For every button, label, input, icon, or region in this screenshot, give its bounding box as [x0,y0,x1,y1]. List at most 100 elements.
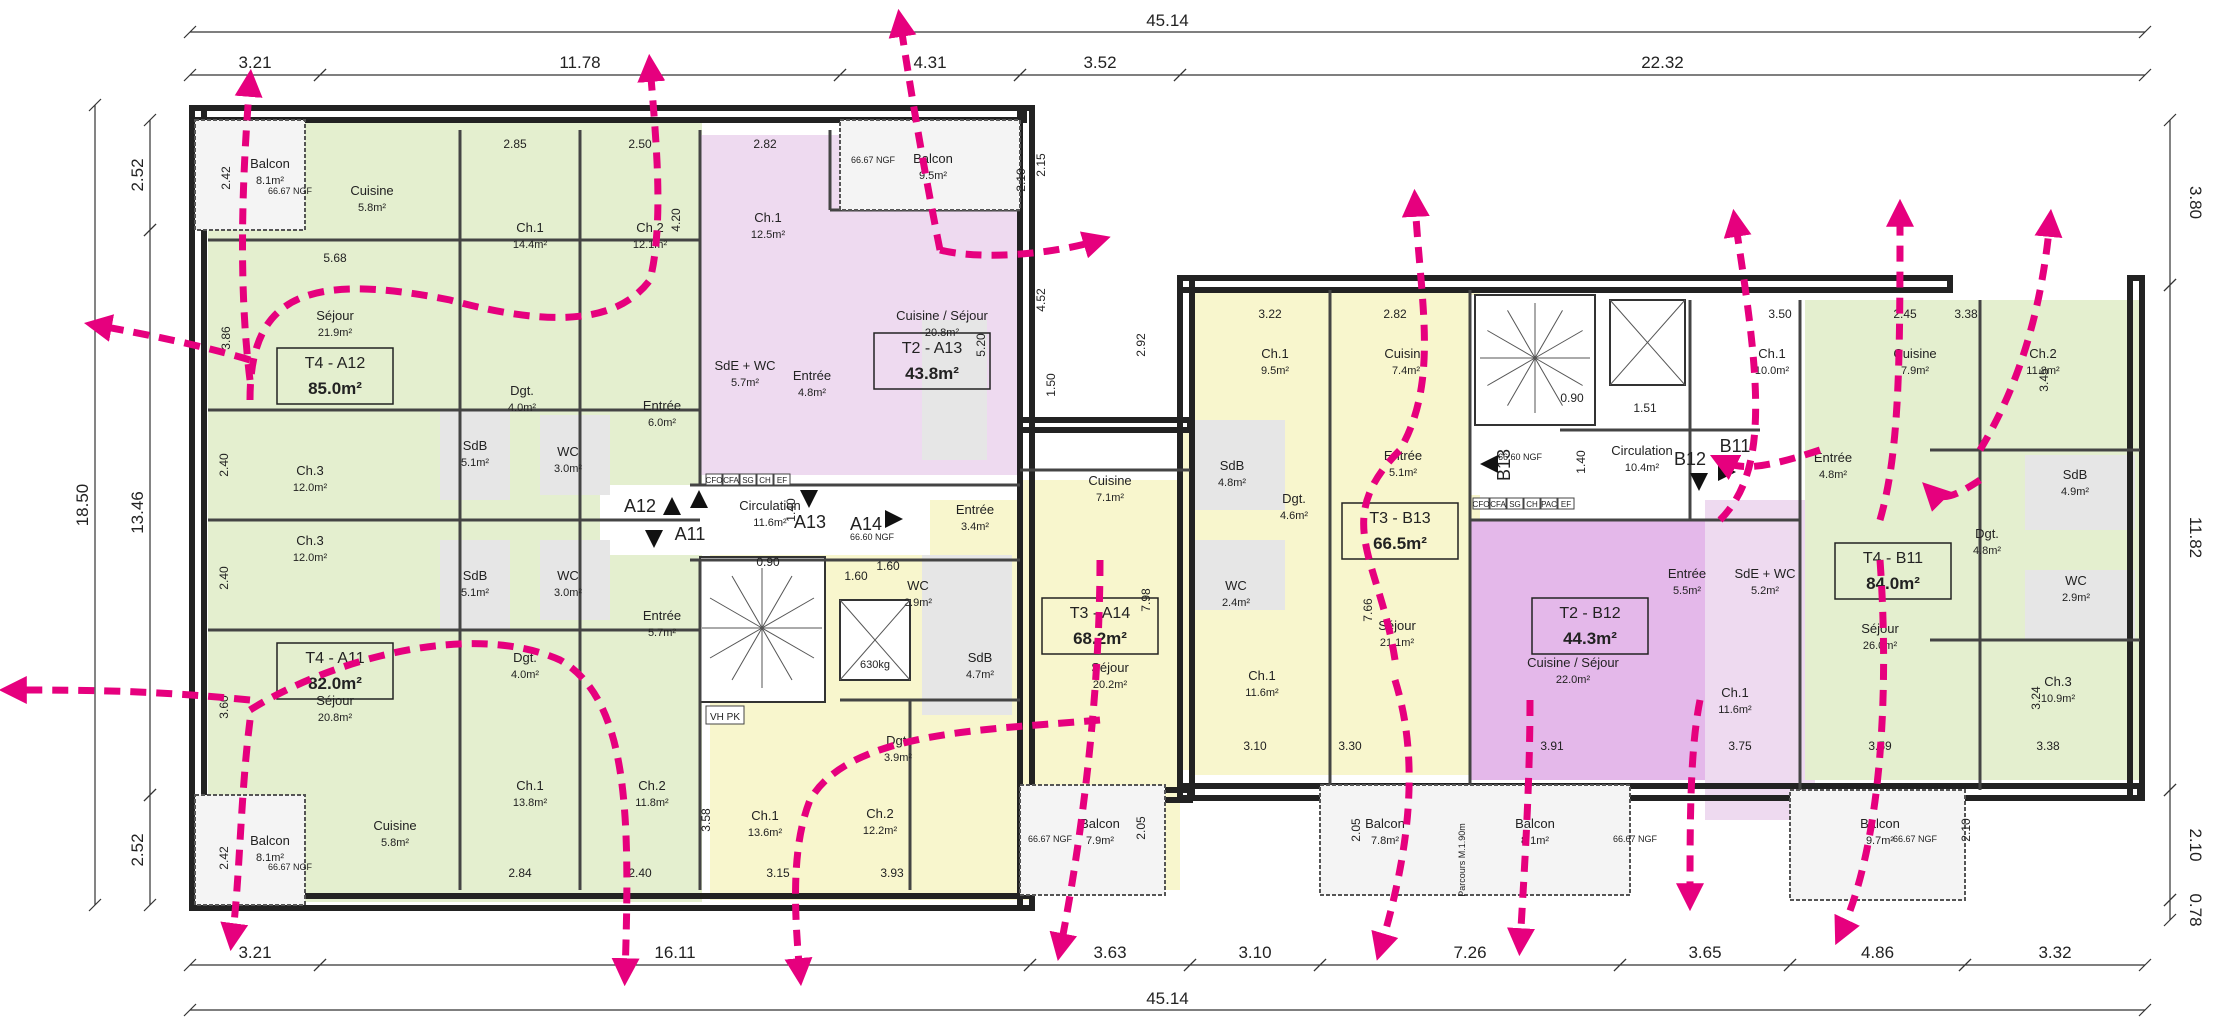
core-arrow [1690,473,1708,491]
ngf-label: 66.67 NGF [1893,834,1938,844]
inner-dim: 3.24 [2029,686,2043,710]
inner-dim: 2.15 [1034,153,1048,177]
stair-tread [1507,310,1536,359]
dim-tick [1613,958,1627,972]
tech-label: CFA [723,476,739,485]
stair-tread [1487,357,1536,386]
room-area: 11.6m² [1718,704,1752,716]
lift-cross [1609,299,1686,386]
room-area: 5.5m² [1673,585,1701,597]
stair-tread [1507,357,1536,406]
evac-arrow [248,640,640,987]
room-area: 7.4m² [1392,365,1420,377]
dim-label: 16.11 [654,943,695,962]
dim-tick [313,68,327,82]
room-area: 4.9m² [2061,486,2089,498]
core-label: A14 [850,514,882,534]
room-area: 9.5m² [1261,365,1289,377]
dim-tick [1783,958,1797,972]
evac-arrow [246,53,666,401]
tech-label: EF [1561,500,1571,509]
room-area: 11.6m² [753,517,787,529]
room-area: 5.7m² [648,627,676,639]
stair-tread [709,627,763,659]
dim-tick [2163,113,2177,127]
evac-arrow [1360,188,1430,661]
stair-tread [731,575,763,629]
room-area: 10.0m² [1755,365,1790,377]
tech-box [1489,497,1507,510]
dim-label: 45.14 [1146,11,1189,30]
walls [189,105,2145,911]
lift-label: 630kg [860,659,890,671]
room-name: Entrée [1668,566,1706,581]
dim-label: 3.52 [1083,53,1116,72]
dim-tick [143,223,157,237]
evac-arrow [1676,699,1705,912]
dim-tick [2163,278,2177,292]
evac-arrow [234,68,263,381]
room-area: 7.9m² [1086,835,1114,847]
outer-wall [1017,417,1193,433]
room-area: 2.9m² [2062,592,2090,604]
room-name: Ch.1 [1248,668,1275,683]
inner-dim: 3.91 [1540,739,1564,753]
room-area: 4.7m² [966,669,994,681]
dim-tick [2163,893,2177,907]
wet-room [922,555,1012,635]
room-name: WC [1225,578,1247,593]
room-area: 13.6m² [748,827,783,839]
core-arrow [1480,455,1498,473]
room-name: SdB [463,568,488,583]
inner-dim: 0.90 [756,555,780,569]
wet-room [1190,540,1285,610]
dim-tick [143,113,157,127]
dim-tick [833,68,847,82]
room-area: 12.5m² [751,229,786,241]
dim-label: 22.32 [1641,53,1684,72]
dim-tick [1023,958,1037,972]
wet-room [540,540,610,620]
dim-label: 11.78 [559,53,600,72]
evac-arrow [784,716,1101,987]
evac-arrow [1507,699,1535,957]
dim-tick [88,898,102,912]
dim-label: 4.86 [1861,943,1894,962]
tech-box [773,473,791,486]
inner-dim: 2.82 [753,137,777,151]
room-name: Cuisine [1088,473,1131,488]
room-area: 12.0m² [293,482,328,494]
wet-room [922,320,987,460]
tech-label: CFO [706,476,723,485]
room-area: 8.1m² [256,175,284,187]
dim-label: 3.21 [238,53,271,72]
inner-dim: 3.93 [880,866,904,880]
room-area: 3.0m² [554,587,582,599]
dim-tick [1173,68,1187,82]
dim-label: 7.26 [1453,943,1486,962]
dim-tick [2138,68,2152,82]
room-name: Balcon [1860,816,1900,831]
dim-tick [1958,958,1972,972]
dim-tick [2138,958,2152,972]
room-name: Dgt. [510,383,534,398]
tech-box [1472,497,1490,510]
room-name: WC [2065,573,2087,588]
core-arrow [645,530,663,548]
room-name: Cuisine / Séjour [1527,655,1619,670]
room-area: 14.4m² [513,239,548,251]
inner-dim: 3.86 [219,326,233,350]
room-name: Ch.1 [754,210,781,225]
room-name: Entrée [643,608,681,623]
inner-dim: 3.45 [2037,368,2051,392]
dim-tick [1183,958,1197,972]
room-name: SdB [968,650,993,665]
room-area: 4.0m² [511,669,539,681]
room-area: 11.8m² [635,797,669,809]
ngf-label: 66.67 NGF [1613,834,1658,844]
inner-dim: 2.10 [1014,168,1028,192]
room-area: 10.9m² [2041,693,2076,705]
unit-area: 85.0m² [308,379,362,398]
